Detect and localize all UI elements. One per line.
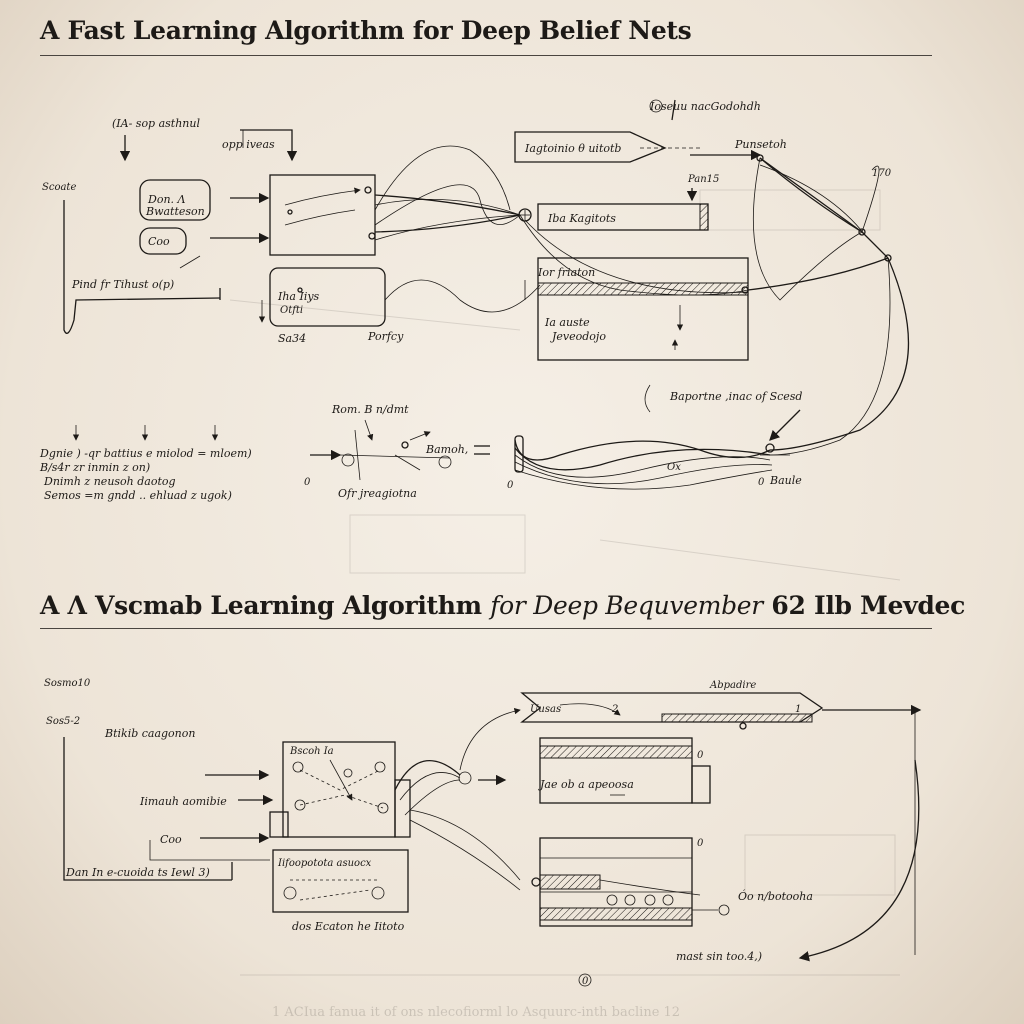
page-title-top: A Fast Learning Algorithm for Deep Belie… (40, 16, 692, 45)
label-opp-iveas: opp iveas (222, 138, 275, 151)
formula-line-1: Dgnie ) -qr battius e miolod = mloem) (39, 447, 252, 460)
label-bscoh: Bscoh Ia (289, 746, 334, 757)
label-dos-ecaton: dos Ecaton he Iitoto (292, 920, 405, 933)
label-tag-2: 2 (611, 704, 618, 715)
label-tag-1: 1 (795, 704, 801, 715)
label-ofr-jreagiotna: Ofr jreagiotna (338, 487, 417, 500)
label-iimauh: Iimauh aomibie (139, 795, 227, 808)
footer-caption: 1 ACIua fanua it of ons nlecofiorml lo A… (272, 1005, 680, 1020)
title-bottom-tail: 62 Ilb Mevdec (762, 591, 966, 620)
label-o-n-botooha: Óo n/botooha (738, 889, 813, 903)
title-rule-top (40, 55, 932, 56)
label-coo-bottom: Coo (160, 833, 182, 846)
label-iifoopotota: Iifoopotota asuocx (277, 858, 372, 869)
label-iha-iiys: Iha Iiys (277, 290, 320, 303)
label-dan-in: Dan In e-cuoida ts Iewl 3) (65, 866, 210, 879)
label-tag-0: 0 (758, 477, 765, 488)
label-baportne: Baportne ,inac of Scesd (669, 390, 802, 403)
label-bwatteson: Bwatteson (145, 205, 205, 218)
label-coo-top: Coo (148, 235, 170, 248)
label-tag-page: 0 (582, 976, 589, 987)
label-rom: Rom. B n/dmt (331, 403, 409, 416)
label-ox: Ox (667, 462, 681, 473)
label-pind-fr: Pind fr Tihust o(p) (71, 278, 174, 291)
label-uusas: Uusas (530, 704, 561, 715)
label-baule: Baule (769, 474, 802, 487)
label-iba-kagitots: Iba Kagitots (547, 212, 616, 225)
label-tag-zero: 0 (304, 477, 311, 488)
label-abpadire: Abpadire (709, 680, 756, 691)
formula-line-3: Dnimh z neusoh daotog (43, 475, 176, 488)
label-pan15: Pan15 (687, 174, 719, 185)
title-rule-bottom (40, 628, 932, 629)
label-jeveodojo: Jeveodojo (550, 330, 606, 343)
title-bottom-italic: for Deep Bequvember (490, 591, 763, 620)
label-punsetoh: Punsetoh (734, 138, 787, 151)
label-jae-ob: Jae ob a apeoosa (538, 778, 634, 791)
label-mast-sin: mast sin too.4,) (676, 950, 762, 963)
label-tag-0b: 0 (697, 750, 704, 761)
top-diagram: (IA- sop asthnul opp iveas Scoate Don. Λ… (39, 99, 910, 502)
formula-line-4: Semos =m gndd .. ehluad z ugok) (44, 489, 232, 502)
label-tag-0c: 0 (697, 838, 704, 849)
label-sos5-2: Sos5-2 (46, 716, 80, 727)
label-otfti: Otfti (280, 305, 303, 316)
label-btikib: Btikib caagonon (104, 727, 195, 740)
title-bottom-plain: A Λ Vscmab Learning Algorithm (40, 591, 491, 620)
label-scoate: Scoate (42, 182, 76, 193)
label-tag-0-left: 0 (507, 480, 514, 491)
label-ioseuu: Ioseuu nacGodohdh (649, 100, 761, 113)
label-sosmo10: Sosmo10 (44, 678, 91, 689)
label-top-annot: (IA- sop asthnul (112, 117, 200, 130)
label-porfcy: Porfcy (367, 330, 404, 343)
label-don: Don. Λ (147, 193, 186, 206)
label-ior-friaton: Ior friaton (537, 266, 595, 279)
formula-line-2: B/s4r zr inmin z on) (39, 461, 150, 474)
bottom-diagram: Sosmo10 Sos5-2 Btikib caagonon Iimauh ao… (44, 678, 922, 987)
label-bamoh: Bamoh, (425, 443, 468, 456)
label-iagtoinio: Iagtoinio θ uitotb (524, 142, 621, 155)
page-title-bottom: A Λ Vscmab Learning Algorithm for Deep B… (40, 591, 965, 620)
label-sa34: Sa34 (278, 332, 306, 345)
label-tag-170: 170 (872, 168, 892, 179)
label-ia-auste: Ia auste (544, 316, 590, 329)
